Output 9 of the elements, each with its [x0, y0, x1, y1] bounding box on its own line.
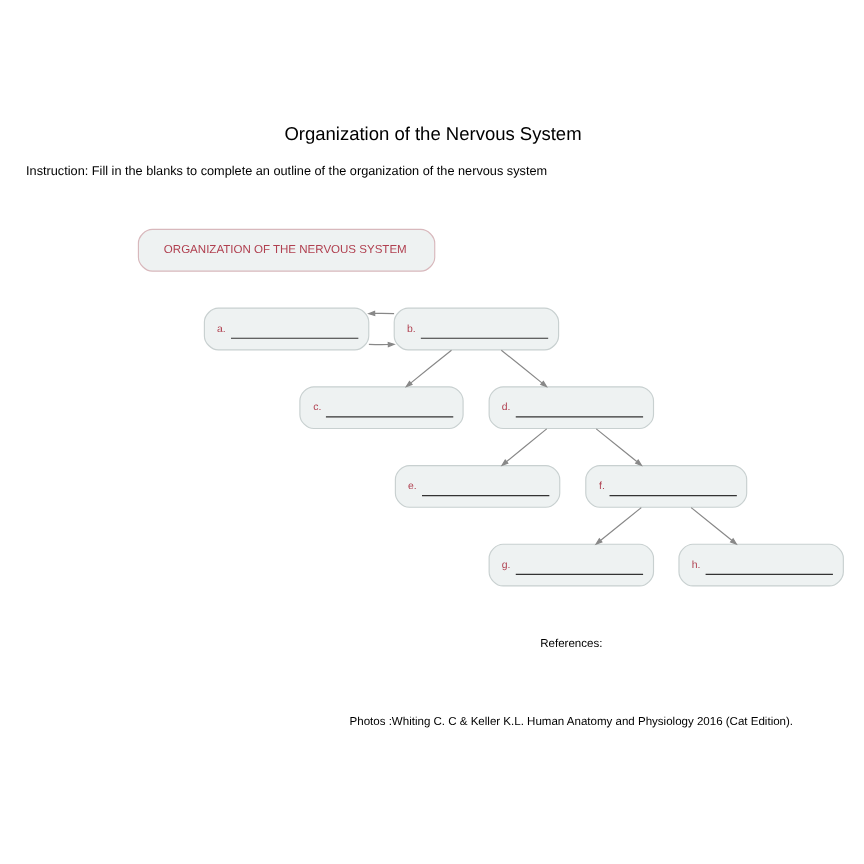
- arrow: [499, 428, 547, 467]
- arrow: [403, 349, 452, 388]
- arrow: [593, 507, 641, 546]
- arrow: [366, 310, 394, 317]
- arrow: [594, 428, 642, 467]
- arrow: [499, 349, 547, 388]
- diagram-title: Organization of the Nervous System: [283, 124, 581, 145]
- arrow: [689, 507, 737, 546]
- arrow: [367, 341, 395, 348]
